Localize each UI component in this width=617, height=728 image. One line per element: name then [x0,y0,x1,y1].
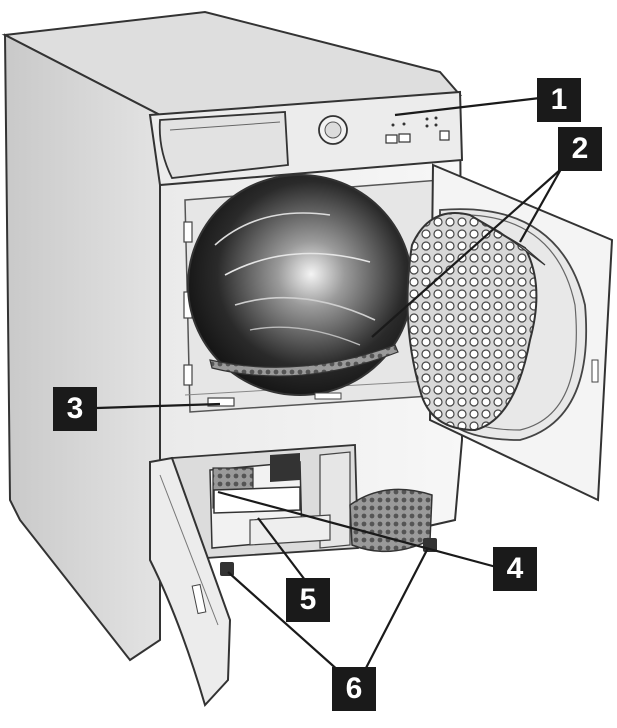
callout-5: 5 [286,578,330,622]
panel-button-2 [398,133,411,143]
panel-button-1 [385,134,398,144]
drum-fluff-filter [209,344,399,377]
callout-1: 1 [537,78,581,122]
leader-4 [217,490,501,570]
leader-2b [371,169,561,338]
leader-6a [227,571,341,673]
leader-5 [257,517,306,581]
door-fluff-filter [406,212,538,432]
leader-2a [519,161,566,243]
callout-3: 3 [53,387,97,431]
air-vent-grille [349,488,433,553]
rating-plate [207,397,235,407]
callout-4: 4 [493,547,537,591]
cabinet-side [3,33,161,662]
leader-3 [96,402,221,410]
leader-6b [365,547,429,669]
callout-2: 2 [558,127,602,171]
foot-left [220,562,234,576]
callout-6: 6 [332,667,376,711]
panel-button-3 [439,130,450,141]
leader-1 [394,96,541,117]
plinth-door [149,456,232,707]
